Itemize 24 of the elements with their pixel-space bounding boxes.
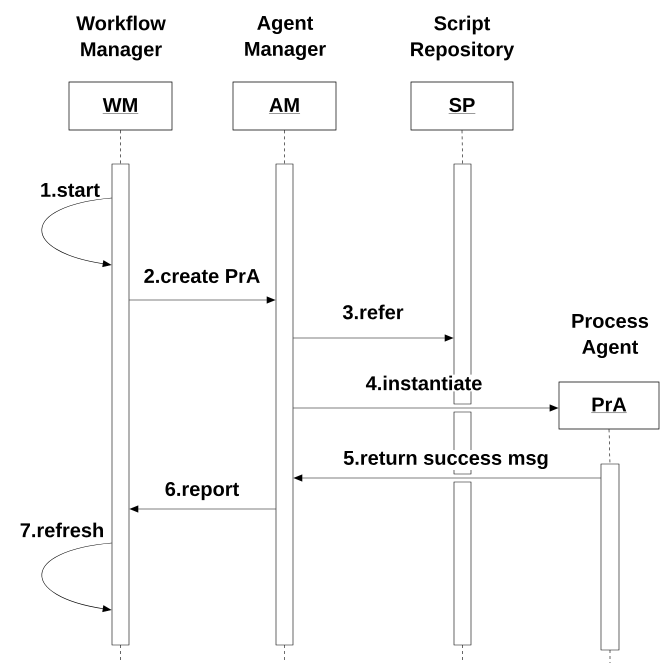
activation-bar — [112, 164, 130, 646]
lifeline — [462, 130, 463, 164]
lifeline — [284, 130, 285, 164]
lifeline — [120, 130, 121, 164]
lifeline-heading: Workflow Manager — [76, 16, 166, 60]
activation-bar — [600, 464, 620, 650]
activation-bar — [276, 164, 294, 646]
message-arrow — [42, 198, 112, 268]
edge-label: 2.create PrA — [142, 268, 262, 284]
activation-bar — [454, 482, 472, 646]
lifeline-heading: Script Repository — [411, 16, 514, 60]
edge-label: 7.refresh — [18, 522, 106, 538]
edge-label: 4.instantiate — [364, 374, 484, 392]
edge-label: 3.refer — [341, 304, 405, 320]
lifeline-heading: Process Agent — [572, 314, 648, 358]
lifeline-box: PrA — [558, 382, 660, 430]
lifeline-box: AM — [232, 82, 336, 130]
lifeline-box: WM — [68, 82, 172, 130]
lifeline-box: SP — [410, 82, 514, 130]
lifeline-heading: Agent Manager — [245, 16, 326, 60]
edge-label: 1.start — [38, 182, 101, 198]
lifeline — [608, 429, 610, 464]
edge-label: 6.report — [164, 480, 240, 502]
message-arrow — [42, 542, 112, 612]
